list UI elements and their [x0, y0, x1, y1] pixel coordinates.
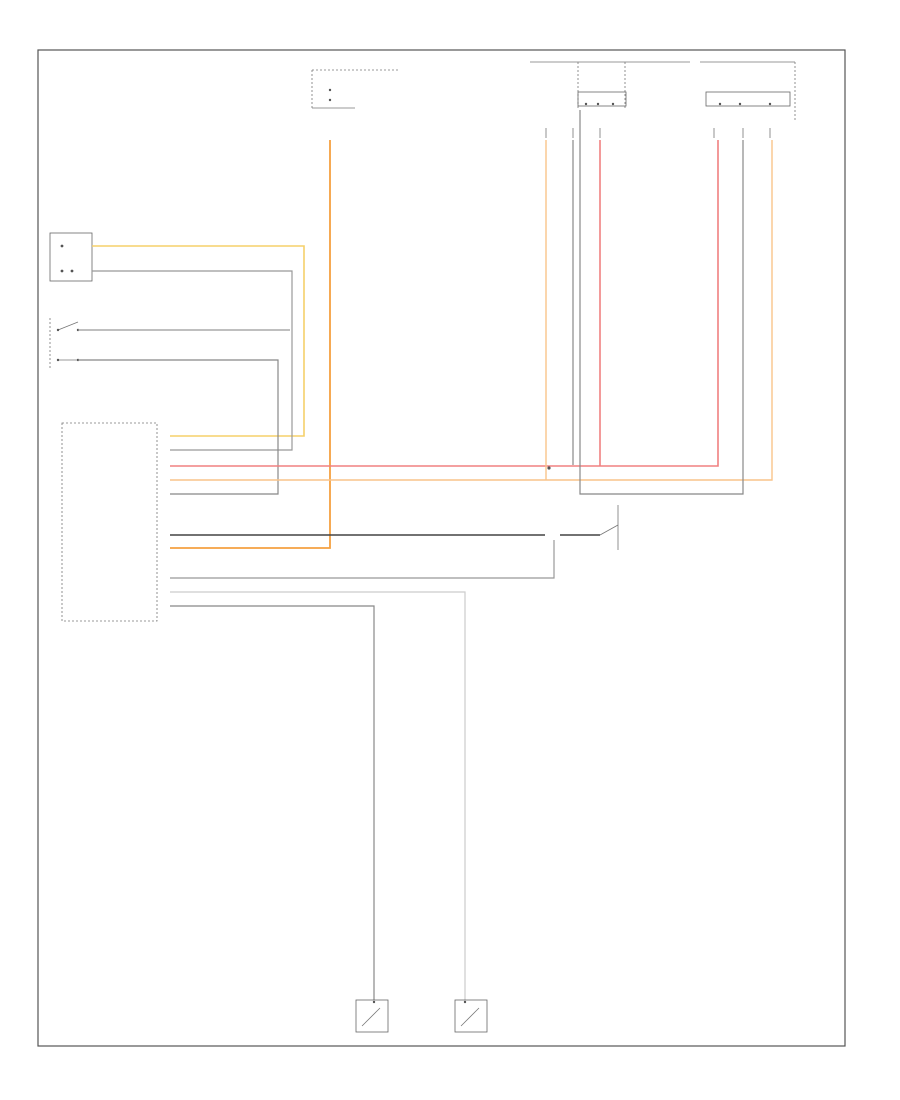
- diagram-frame: [37, 49, 846, 1047]
- wire-pass-gray: [579, 110, 744, 495]
- wire-red-bus: [170, 140, 719, 467]
- wire-light-orange-bus: [170, 140, 773, 481]
- wire-dark-gray: [170, 605, 375, 1000]
- fuse-block: [311, 69, 398, 109]
- wire-tan: [92, 245, 305, 437]
- wire-gray: [92, 270, 293, 451]
- wire-gray-3: [78, 359, 279, 495]
- passenger-door-switch: [700, 61, 796, 120]
- splice-point: [547, 466, 551, 470]
- left-door-lock-switch: [49, 232, 93, 282]
- driver-door-switch: [530, 61, 690, 110]
- wire-light-gray: [170, 591, 466, 1000]
- door-lock-module: [61, 422, 158, 622]
- right-door-lock-switch: [49, 318, 80, 370]
- wire-orange: [170, 140, 331, 549]
- left-rear-actuator: [355, 999, 389, 1033]
- switch-connectors: [545, 128, 771, 138]
- right-rear-actuator: [454, 999, 488, 1033]
- wire-gray-lower: [170, 540, 555, 579]
